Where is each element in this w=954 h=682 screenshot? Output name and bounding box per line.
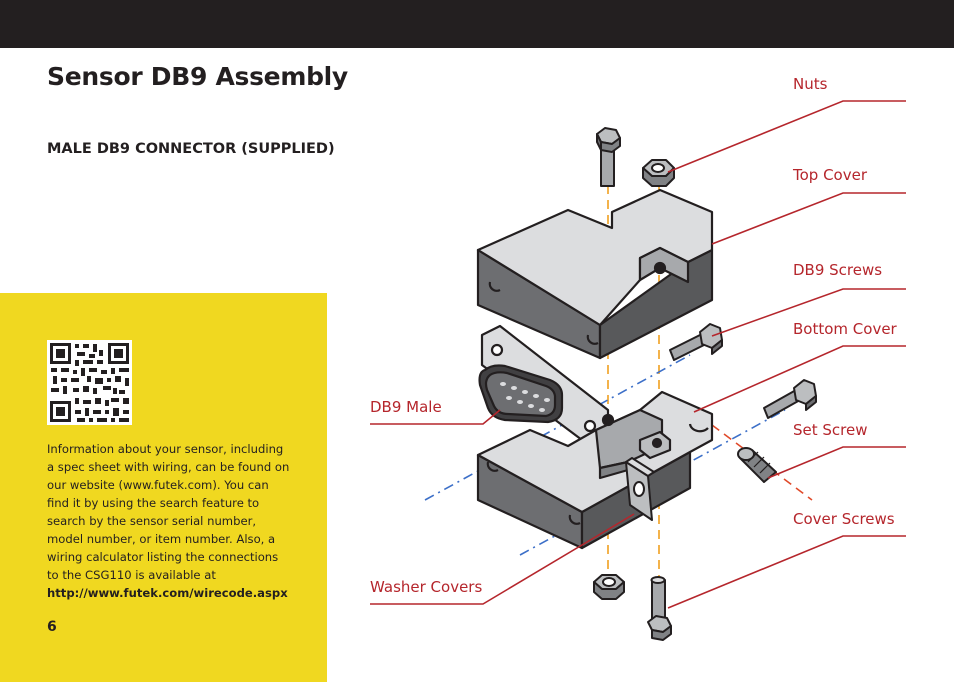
top-cover-part	[476, 188, 714, 360]
label-top-cover: Top Cover	[793, 166, 868, 184]
nut-bottom	[593, 574, 625, 600]
washer-cover-part	[625, 457, 655, 521]
section-subtitle: MALE DB9 CONNECTOR (SUPPLIED)	[47, 141, 335, 157]
top-bar	[0, 0, 954, 48]
set-screw-part	[737, 447, 777, 483]
page-number: 6	[47, 619, 57, 635]
page-title: Sensor DB9 Assembly	[47, 62, 348, 91]
info-text-block: Information about your sensor, including…	[47, 440, 292, 602]
wirecode-link[interactable]: http://www.futek.com/wirecode.aspx	[47, 586, 288, 600]
db9-male-connector-part	[478, 324, 610, 448]
qr-code-icon	[47, 340, 132, 425]
cover-screw-top	[596, 127, 621, 187]
info-text: Information about your sensor, including…	[47, 442, 290, 582]
nut-top	[642, 159, 675, 187]
label-db9-screws: DB9 Screws	[793, 261, 883, 279]
cover-screw-bottom	[647, 576, 672, 641]
label-nuts: Nuts	[793, 75, 828, 93]
label-set-screw: Set Screw	[793, 421, 868, 439]
label-leader-lines	[370, 100, 906, 609]
cover-screw-right	[763, 379, 817, 419]
label-cover-screws: Cover Screws	[793, 510, 895, 528]
db9-screw-part	[669, 323, 723, 361]
label-bottom-cover: Bottom Cover	[793, 320, 897, 338]
label-db9-male: DB9 Male	[370, 398, 442, 416]
label-washer-covers: Washer Covers	[370, 578, 483, 596]
